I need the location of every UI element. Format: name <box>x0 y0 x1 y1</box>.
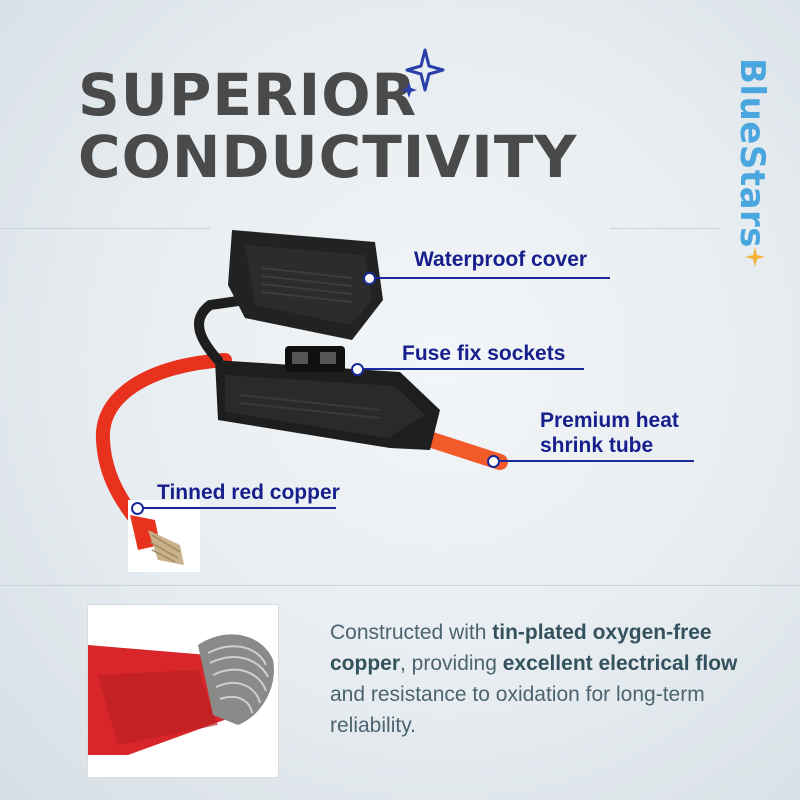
fuse-sockets-leader <box>362 368 584 370</box>
description-part-1: Constructed with <box>330 621 493 644</box>
brand-logo: BlueStars <box>714 58 774 278</box>
heat-shrink-label-line-1: Premium heat <box>540 409 679 432</box>
background-line <box>0 585 800 586</box>
tinned-copper-label: Tinned red copper <box>157 481 340 504</box>
background-line <box>610 228 720 229</box>
title-line-1: SUPERIOR <box>78 61 418 129</box>
heat-shrink-label-line-2: shrink tube <box>540 434 654 457</box>
waterproof-cover-leader <box>374 277 610 279</box>
description-bold-1: tin-plated oxygen-free copper <box>330 621 712 675</box>
fuse-sockets-label: Fuse fix sockets <box>402 342 566 365</box>
brand-star-icon <box>745 247 765 267</box>
background-line <box>0 228 210 229</box>
description-part-3: and resistance to oxidation for long-ter… <box>330 683 705 737</box>
description-text: Constructed with tin-plated oxygen-free … <box>330 617 750 741</box>
copper-closeup-image <box>88 605 278 777</box>
heat-shrink-leader <box>498 460 694 462</box>
sparkle-icon <box>401 48 445 98</box>
page-title: SUPERIOR CONDUCTIVITY <box>78 64 577 188</box>
description-bold-2: excellent electrical flow <box>502 652 738 675</box>
tinned-copper-leader <box>142 507 336 509</box>
title-line-2: CONDUCTIVITY <box>78 123 578 191</box>
description-part-2: , providing <box>400 652 503 675</box>
waterproof-cover-label: Waterproof cover <box>414 248 588 271</box>
heat-shrink-label: Premium heat shrink tube <box>540 408 679 458</box>
